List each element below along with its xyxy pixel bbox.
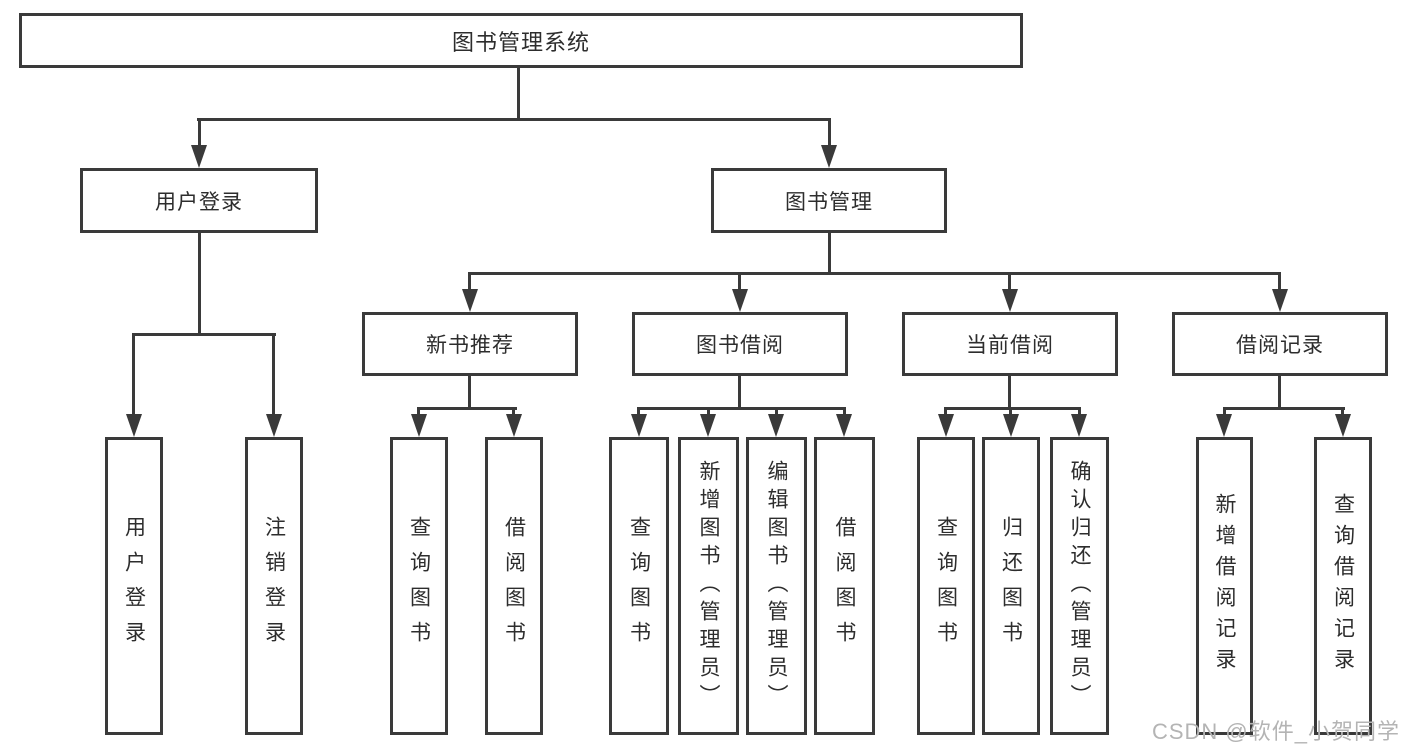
arrow-shaft-new-books <box>468 275 471 289</box>
arrow-shaft-add-books-admin <box>707 410 710 414</box>
arrow-shaft-query-borrow-record <box>1341 410 1344 414</box>
connector-root-bar <box>197 118 831 121</box>
arrow-head-query-books-current <box>938 414 954 437</box>
arrow-shaft-edit-books-admin <box>775 410 778 414</box>
arrow-head-current-borrowing <box>1002 289 1018 312</box>
connector-current-borrowing-stub <box>1008 376 1011 407</box>
arrow-shaft-user-login <box>198 121 201 145</box>
arrow-shaft-query-books-current <box>944 410 947 414</box>
arrow-head-edit-books-admin <box>768 414 784 437</box>
leaf-edit-books-admin: 编辑图书（管理员） <box>746 437 807 735</box>
arrow-shaft-borrow-books-recommend <box>512 410 515 414</box>
leaf-query-borrow-record: 查询借阅记录 <box>1314 437 1372 735</box>
leaf-add-books-admin: 新增图书（管理员） <box>678 437 739 735</box>
arrow-shaft-query-books-borrow <box>637 410 640 414</box>
leaf-query-borrow-record-label: 查询借阅记录 <box>1331 493 1355 679</box>
leaf-borrow-books-borrow-label: 借阅图书 <box>833 516 856 656</box>
connector-current-borrowing-bar <box>944 407 1081 410</box>
node-borrowing-records: 借阅记录 <box>1172 312 1388 376</box>
leaf-query-books-current-label: 查询图书 <box>934 516 958 656</box>
arrow-head-query-books-recommend <box>411 414 427 437</box>
arrow-head-borrow-books-borrow <box>836 414 852 437</box>
connector-user-login-bar <box>132 333 276 336</box>
arrow-shaft-book-borrowing <box>738 275 741 289</box>
leaf-query-books-recommend-label: 查询图书 <box>407 516 431 656</box>
leaf-confirm-return-admin: 确认归还（管理员） <box>1050 437 1109 735</box>
arrow-shaft-return-books <box>1009 410 1012 414</box>
leaf-add-books-admin-label: 新增图书（管理员） <box>697 460 720 712</box>
arrow-shaft-query-books-recommend <box>417 410 420 414</box>
leaf-query-books-borrow-label: 查询图书 <box>627 516 651 656</box>
arrow-head-book-borrowing <box>732 289 748 312</box>
leaf-logout-login-label: 注销登录 <box>262 516 286 656</box>
arrow-head-user-login <box>191 145 207 168</box>
arrow-head-borrow-books-recommend <box>506 414 522 437</box>
arrow-shaft-leaf-logout <box>272 336 275 414</box>
connector-book-borrowing-stub <box>738 376 741 407</box>
node-book-borrowing: 图书借阅 <box>632 312 848 376</box>
node-book-management: 图书管理 <box>711 168 947 233</box>
connector-book-borrowing-bar <box>637 407 846 410</box>
arrow-head-query-books-borrow <box>631 414 647 437</box>
leaf-borrow-books-borrow: 借阅图书 <box>814 437 875 735</box>
leaf-user-login: 用户登录 <box>105 437 163 735</box>
leaf-confirm-return-admin-label: 确认归还（管理员） <box>1068 460 1091 712</box>
leaf-borrow-books-recommend: 借阅图书 <box>485 437 543 735</box>
arrow-head-query-borrow-record <box>1335 414 1351 437</box>
csdn-watermark: CSDN @软件_小贺同学 <box>1151 719 1400 744</box>
connector-book-management-bar <box>468 272 1281 275</box>
leaf-borrow-books-recommend-label: 借阅图书 <box>502 516 526 656</box>
leaf-query-books-recommend: 查询图书 <box>390 437 448 735</box>
arrow-shaft-confirm-return-admin <box>1078 410 1081 414</box>
connector-new-books-bar <box>417 407 517 410</box>
arrow-head-leaf-logout <box>266 414 282 437</box>
arrow-shaft-leaf-user-login <box>132 336 135 414</box>
arrow-head-leaf-user-login <box>126 414 142 437</box>
leaf-logout-login: 注销登录 <box>245 437 303 735</box>
arrow-shaft-book-management <box>828 121 831 145</box>
node-user-login: 用户登录 <box>80 168 318 233</box>
connector-book-management-stub <box>828 233 831 272</box>
leaf-edit-books-admin-label: 编辑图书（管理员） <box>765 460 788 712</box>
connector-borrowing-records-bar <box>1223 407 1345 410</box>
arrow-head-confirm-return-admin <box>1071 414 1087 437</box>
arrow-shaft-current-borrowing <box>1008 275 1011 289</box>
leaf-query-books-current: 查询图书 <box>917 437 975 735</box>
arrow-head-return-books <box>1003 414 1019 437</box>
arrow-head-add-books-admin <box>700 414 716 437</box>
node-current-borrowing: 当前借阅 <box>902 312 1118 376</box>
connector-borrowing-records-stub <box>1278 376 1281 407</box>
arrow-shaft-borrowing-records <box>1278 275 1281 289</box>
leaf-user-login-label: 用户登录 <box>122 516 146 656</box>
leaf-return-books: 归还图书 <box>982 437 1040 735</box>
arrow-shaft-borrow-books-borrow <box>843 410 846 414</box>
connector-new-books-stub <box>468 376 471 407</box>
leaf-add-borrow-record-label: 新增借阅记录 <box>1213 493 1236 679</box>
arrow-head-add-borrow-record <box>1216 414 1232 437</box>
connector-user-login-stub <box>198 233 201 333</box>
leaf-add-borrow-record: 新增借阅记录 <box>1196 437 1253 735</box>
leaf-return-books-label: 归还图书 <box>999 516 1023 656</box>
connector-root-stub <box>517 66 520 118</box>
leaf-query-books-borrow: 查询图书 <box>609 437 669 735</box>
node-library-system: 图书管理系统 <box>19 13 1023 68</box>
arrow-shaft-add-borrow-record <box>1223 410 1226 414</box>
arrow-head-new-books <box>462 289 478 312</box>
arrow-head-book-management <box>821 145 837 168</box>
node-new-book-recommendation: 新书推荐 <box>362 312 578 376</box>
arrow-head-borrowing-records <box>1272 289 1288 312</box>
